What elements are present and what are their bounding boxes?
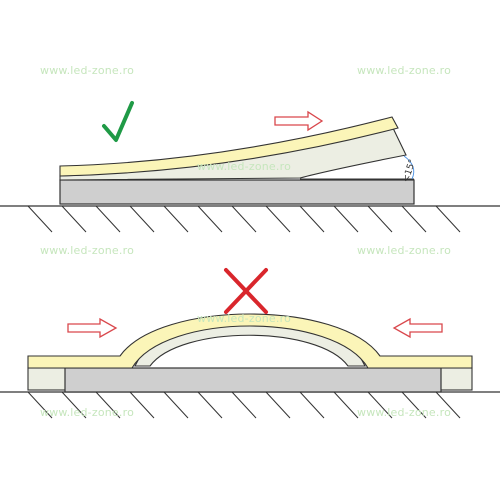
bottom-strip-left-end [27, 367, 69, 391]
watermark-text: www.led-zone.ro [40, 406, 135, 419]
bottom-strip-yellow-layer [27, 313, 473, 369]
watermark-text: www.led-zone.ro [197, 312, 292, 325]
bottom-base-profile [64, 367, 442, 393]
watermark-text: www.led-zone.ro [357, 244, 452, 257]
top-strip-yellow-layer [59, 116, 399, 177]
top-panel [0, 101, 500, 233]
watermark-text: www.led-zone.ro [197, 160, 292, 173]
watermark-text: www.led-zone.ro [40, 244, 135, 257]
watermark-text: www.led-zone.ro [40, 64, 135, 77]
check-mark-icon [102, 101, 134, 142]
top-push-arrow-icon [274, 110, 324, 132]
watermark-text: www.led-zone.ro [357, 64, 452, 77]
bottom-push-arrow-right-icon [67, 317, 118, 339]
top-ground [0, 205, 500, 233]
bottom-panel [0, 268, 500, 419]
top-base-profile [59, 179, 415, 205]
angle-arc [403, 155, 415, 180]
cross-mark-icon [224, 268, 268, 314]
bottom-strip-right-end [439, 367, 473, 391]
bottom-push-arrow-left-icon [392, 317, 443, 339]
watermark-text: www.led-zone.ro [357, 406, 452, 419]
